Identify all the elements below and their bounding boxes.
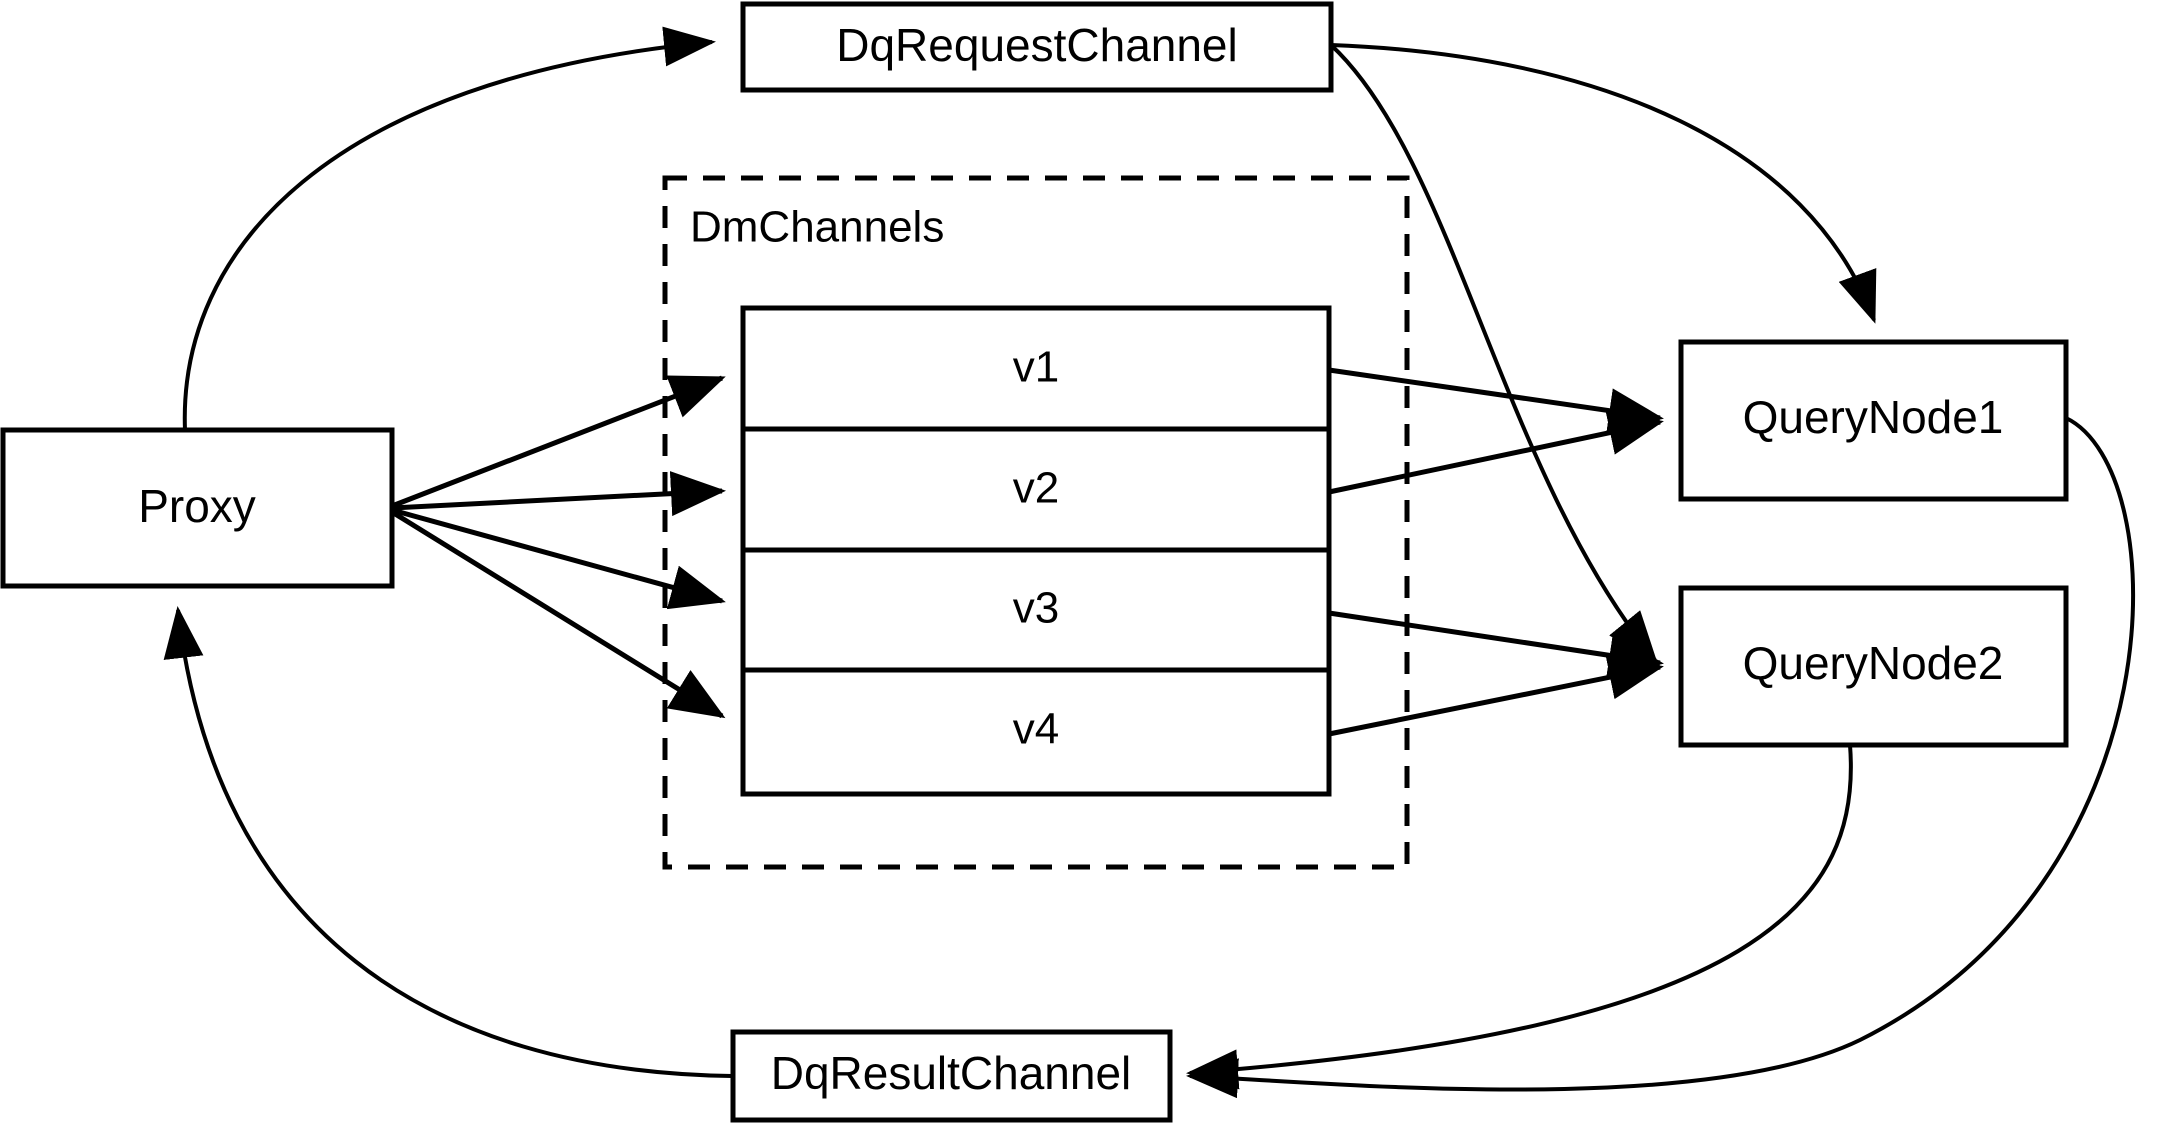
node-dq-result-channel[interactable]: DqResultChannel xyxy=(730,1029,1173,1123)
edge-proxy-to-v1 xyxy=(391,375,726,509)
edge-proxy-to-v4 xyxy=(390,509,726,719)
node-query-node-2[interactable]: QueryNode2 xyxy=(1678,585,2069,748)
edge-v3-to-querynode2 xyxy=(1328,610,1664,678)
dm-channel-row-v3[interactable]: v3 xyxy=(1013,584,1059,633)
dq-result-channel-box[interactable] xyxy=(730,1029,1173,1123)
dm-channels-group-border xyxy=(662,175,1410,870)
query-node-1-label: QueryNode1 xyxy=(1743,391,2004,443)
node-dq-request-channel[interactable]: DqRequestChannel xyxy=(740,1,1334,93)
edge-v2-to-querynode1 xyxy=(1328,410,1664,495)
edge-dqresultchannel-to-proxy xyxy=(163,606,733,1078)
dm-channel-row-v2[interactable]: v2 xyxy=(1013,464,1059,513)
edges-dm-channels-to-query-nodes xyxy=(1328,367,1664,737)
dm-channels-group: DmChannels xyxy=(662,175,1410,870)
edge-querynode2-to-dqresultchannel xyxy=(1186,744,1853,1090)
proxy-box[interactable] xyxy=(0,427,395,589)
edge-dqrequestchannel-to-querynode1 xyxy=(1330,43,1877,324)
query-node-2-box[interactable] xyxy=(1678,585,2069,748)
edge-proxy-to-v3 xyxy=(391,507,726,610)
edge-proxy-to-v2 xyxy=(391,471,726,517)
edge-v4-to-querynode2 xyxy=(1328,655,1664,737)
dq-request-channel-label: DqRequestChannel xyxy=(836,19,1238,71)
dm-channels-table: v1 v2 v3 v4 xyxy=(740,305,1332,797)
dm-channels-group-label: DmChannels xyxy=(690,203,944,252)
edges-proxy-to-dm-channels xyxy=(390,375,726,719)
node-query-node-1[interactable]: QueryNode1 xyxy=(1678,339,2069,502)
edge-querynode1-to-dqresultchannel xyxy=(1186,416,2136,1099)
edge-proxy-to-dqrequestchannel xyxy=(182,26,716,431)
query-node-1-box[interactable] xyxy=(1678,339,2069,502)
edge-v1-to-querynode1 xyxy=(1328,367,1664,433)
dq-request-channel-box[interactable] xyxy=(740,1,1334,93)
node-proxy[interactable]: Proxy xyxy=(0,427,395,589)
proxy-label: Proxy xyxy=(138,480,256,532)
query-node-2-label: QueryNode2 xyxy=(1743,637,2004,689)
dm-channel-row-v1[interactable]: v1 xyxy=(1013,343,1059,392)
dq-result-channel-label: DqResultChannel xyxy=(771,1047,1132,1099)
edge-dqrequestchannel-to-querynode2 xyxy=(1329,43,1658,664)
dm-channel-row-v4[interactable]: v4 xyxy=(1013,705,1059,754)
edges-curved xyxy=(163,26,2136,1099)
